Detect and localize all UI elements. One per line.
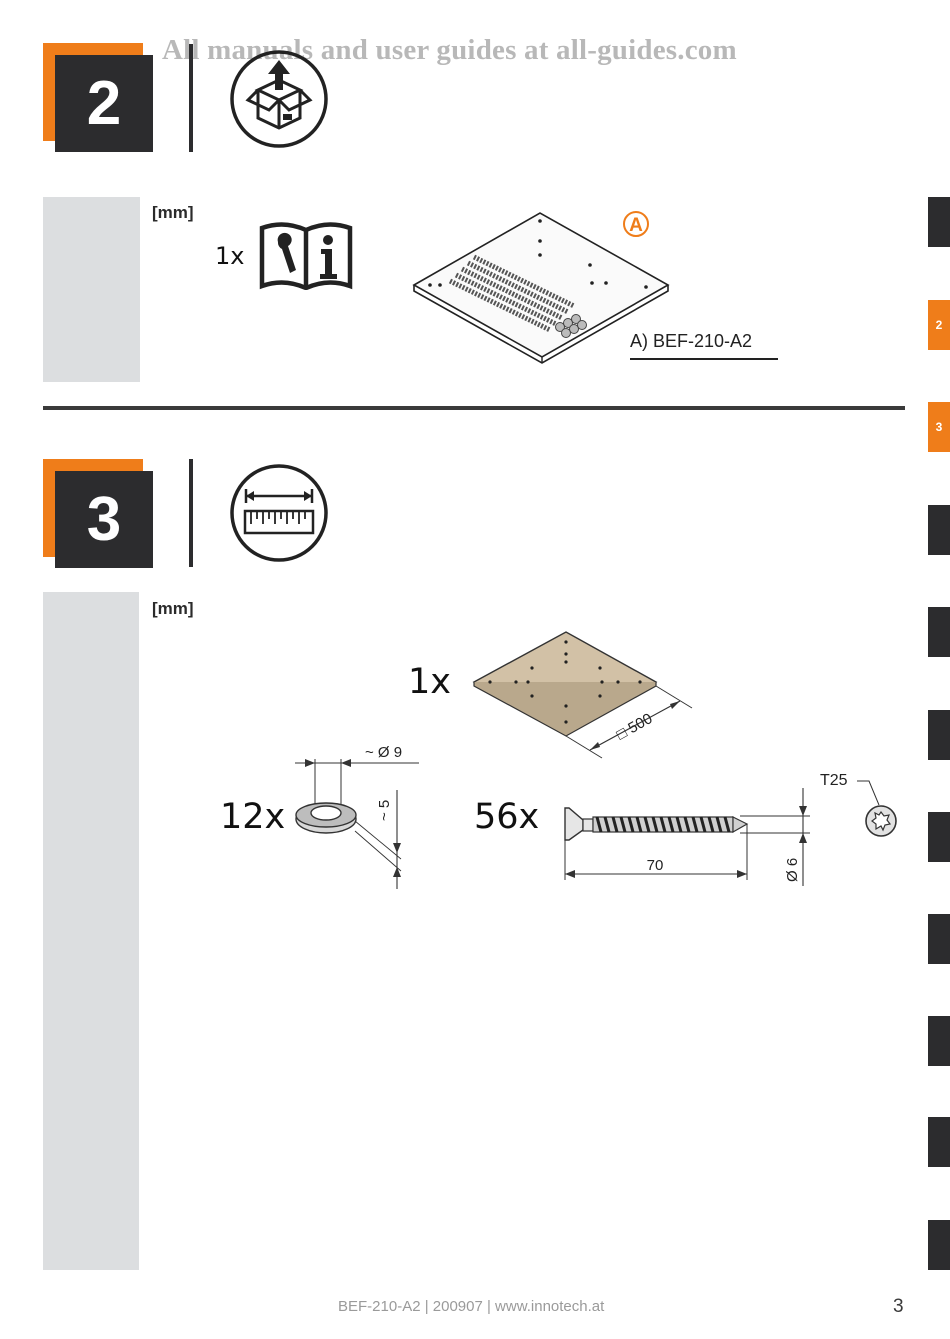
side-tab-1[interactable] (928, 197, 950, 247)
section-divider (43, 406, 905, 410)
wrench-info-manual-icon (259, 222, 353, 290)
plate-quantity: 1x (408, 662, 451, 702)
step-3-number: 3 (55, 471, 153, 568)
side-tab-2[interactable]: 2 (928, 300, 950, 350)
side-tab-3[interactable]: 3 (928, 402, 950, 452)
side-tab-10[interactable] (928, 1117, 950, 1167)
ruler-measure-icon (230, 464, 328, 562)
side-tab-9[interactable] (928, 1016, 950, 1066)
side-tab-8[interactable] (928, 914, 950, 964)
part-a-marker: A (629, 215, 643, 236)
step-2-unit-label: [mm] (152, 203, 194, 222)
step-2-side-panel (43, 197, 140, 382)
screw-diameter: Ø 6 (784, 858, 801, 882)
drive-label: T25 (820, 772, 848, 789)
part-a-caption: A) BEF-210-A2 (630, 331, 752, 351)
screw-quantity: 56x (474, 797, 540, 837)
screw-drawing: 70 Ø 6 (564, 788, 810, 886)
step-2-divider (189, 44, 193, 152)
side-tab-6[interactable] (928, 710, 950, 760)
screw-length: 70 (647, 857, 664, 874)
torx-drive-icon (857, 780, 897, 837)
side-tab-7[interactable] (928, 812, 950, 862)
watermark: All manuals and user guides at all-guide… (162, 34, 737, 66)
washer-height: ~ 5 (376, 800, 393, 821)
side-tab-4[interactable] (928, 505, 950, 555)
plate-dimension: □ 500 (614, 710, 656, 743)
step-3-unit-label: [mm] (152, 599, 194, 618)
step-3-side-panel (43, 592, 139, 1270)
step-3-divider (189, 459, 193, 567)
washer-quantity: 12x (220, 797, 286, 837)
part-a-drawing: A A) BEF-210-A2 (412, 211, 778, 364)
box-unpack-icon (230, 50, 328, 148)
step-2-number: 2 (55, 55, 153, 152)
side-tab-5[interactable] (928, 607, 950, 657)
washer-diameter: ~ Ø 9 (365, 744, 402, 761)
washer-drawing: ~ Ø 9 ~ 5 (295, 744, 419, 889)
mounting-plate-drawing: □ 500 (472, 631, 693, 759)
manual-quantity: 1x (215, 242, 245, 270)
footer-text: BEF-210-A2 | 200907 | www.innotech.at (338, 1298, 605, 1315)
side-tab-11[interactable] (928, 1220, 950, 1270)
page-number: 3 (893, 1296, 904, 1317)
